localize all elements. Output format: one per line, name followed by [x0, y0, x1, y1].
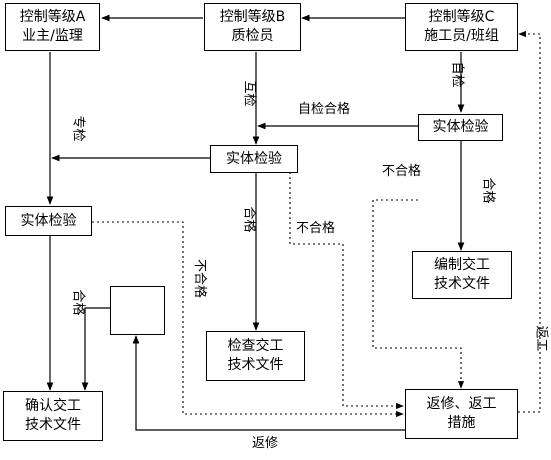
- label-repair: 返修: [252, 436, 279, 451]
- level-c-box: 控制等级C 施工员/班组: [405, 3, 518, 51]
- label-fail-b1: 不合格: [192, 258, 208, 299]
- inspection-a-box: 实体检验: [5, 206, 92, 236]
- inspection-a-label: 实体检验: [20, 212, 77, 229]
- rework-line2: 措施: [447, 415, 476, 431]
- blank-box: [110, 286, 165, 335]
- label-redo: 返工: [533, 325, 549, 352]
- check-docs-line2: 技术文件: [227, 357, 284, 373]
- level-c-role: 施工员/班组: [424, 28, 499, 44]
- arrow-fail-c: [372, 199, 465, 389]
- arrow-fail-a: [92, 221, 404, 418]
- level-c-title: 控制等级C: [428, 9, 495, 25]
- confirm-docs-box: 确认交工 技术文件: [3, 391, 103, 441]
- level-b-box: 控制等级B 质检员: [204, 3, 301, 51]
- inspection-b-label: 实体检验: [226, 150, 282, 167]
- compile-docs-line2: 技术文件: [434, 276, 490, 292]
- inspection-c-label: 实体检验: [432, 119, 489, 135]
- rework-box: 返修、返工 措施: [405, 389, 518, 439]
- confirm-docs-line2: 技术文件: [25, 417, 81, 433]
- check-docs-line1: 检查交工: [227, 338, 284, 354]
- level-b-title: 控制等级B: [219, 9, 286, 25]
- compile-docs-line1: 编制交工: [434, 257, 490, 273]
- label-pass-c: 合格: [480, 177, 496, 204]
- level-a-role: 业主/监理: [22, 28, 83, 44]
- label-special-check: 专检: [70, 115, 86, 142]
- level-a-box: 控制等级A 业主/监理: [5, 3, 100, 51]
- rework-line1: 返修、返工: [426, 396, 497, 412]
- arrow-repair: [132, 335, 405, 431]
- arrow-redo: [518, 30, 541, 413]
- label-fail-b2: 不合格: [296, 221, 336, 236]
- label-pass-a: 合格: [70, 289, 86, 316]
- level-a-title: 控制等级A: [19, 9, 86, 25]
- label-fail-c: 不合格: [382, 164, 422, 179]
- level-b-role: 质检员: [231, 28, 274, 44]
- label-self-check-pass: 自检合格: [298, 102, 351, 117]
- label-pass-b: 合格: [241, 206, 257, 233]
- arrow-small-box-to-confirm: [81, 307, 110, 391]
- label-self-check: 自检: [449, 61, 465, 88]
- confirm-docs-line1: 确认交工: [25, 398, 81, 414]
- check-docs-box: 检查交工 技术文件: [206, 331, 305, 381]
- inspection-c-box: 实体检验: [418, 114, 503, 141]
- inspection-b-box: 实体检验: [210, 145, 298, 173]
- arrow-fail-b: [289, 172, 404, 410]
- label-mutual-check: 互检: [241, 80, 257, 107]
- compile-docs-box: 编制交工 技术文件: [412, 251, 512, 299]
